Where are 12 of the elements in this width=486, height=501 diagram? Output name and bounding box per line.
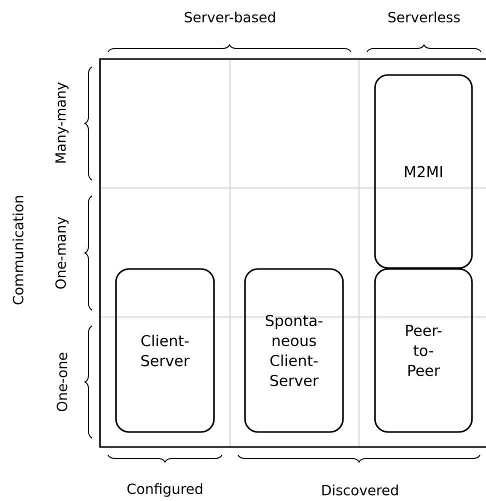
axis-title: Communication (12, 196, 24, 304)
axis-label: Server-based (184, 12, 275, 22)
category-box: Sponta- neous Client- Server (244, 268, 344, 433)
axis-label: Serverless (388, 12, 460, 22)
category-box: Peer- to- Peer (374, 268, 473, 433)
axis-label: One-many (55, 216, 69, 289)
category-box: Client- Server (115, 268, 215, 433)
axis-label: One-one (56, 352, 68, 412)
axis-label: Discovered (322, 484, 398, 496)
axis-label: Configured (127, 483, 202, 497)
category-box: M2MI (374, 74, 473, 269)
axis-label: Many-many (55, 82, 69, 163)
